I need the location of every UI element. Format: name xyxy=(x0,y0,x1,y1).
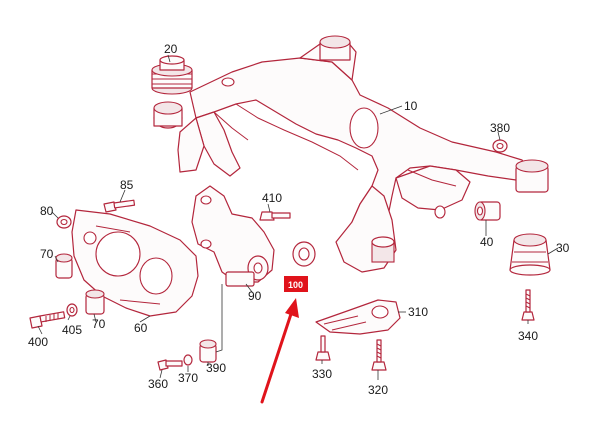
part-30-mount xyxy=(509,233,551,276)
part-405-washer xyxy=(66,303,78,317)
part-380-nut xyxy=(492,139,508,153)
label-40: 40 xyxy=(480,235,494,249)
highlight-label-bg xyxy=(286,278,306,290)
highlight-arrow xyxy=(260,298,299,404)
part-80-nut xyxy=(56,215,72,229)
label-70a: 70 xyxy=(40,247,54,261)
label-30: 30 xyxy=(556,241,570,255)
label-20: 20 xyxy=(164,42,178,56)
label-340: 340 xyxy=(518,329,538,343)
label-70b: 70 xyxy=(92,317,106,331)
label-410: 410 xyxy=(262,191,282,205)
leader-lines xyxy=(37,54,559,380)
highlight-callout: 100 xyxy=(284,276,308,292)
label-320: 320 xyxy=(368,383,388,397)
label-60: 60 xyxy=(134,321,148,335)
label-310: 310 xyxy=(408,305,428,319)
part-100-bushing xyxy=(292,241,316,267)
label-90: 90 xyxy=(248,289,262,303)
label-10: 10 xyxy=(404,99,418,113)
label-380: 380 xyxy=(490,121,510,135)
highlight-label: 100 xyxy=(288,280,303,290)
subframe-right-mount xyxy=(515,159,549,193)
label-80: 80 xyxy=(40,204,54,218)
label-400: 400 xyxy=(28,335,48,349)
part-20-mount xyxy=(151,55,193,95)
part-340-bolt xyxy=(521,289,535,321)
part-labels: 20 10 380 85 80 410 70 70 90 40 30 400 4… xyxy=(28,42,570,397)
part-40-bushing xyxy=(474,201,501,221)
part-310-bracket xyxy=(315,299,401,335)
part-85-bolt xyxy=(103,199,136,213)
label-85: 85 xyxy=(120,178,134,192)
part-400-bolt xyxy=(29,311,66,329)
part-70b-bushing xyxy=(85,289,105,315)
part-330-bolt xyxy=(315,335,331,361)
part-370-washer xyxy=(183,354,193,366)
part-60-arm xyxy=(71,209,199,317)
label-405: 405 xyxy=(62,323,82,337)
part-360-bolt xyxy=(157,359,183,371)
highlight-box xyxy=(284,276,308,292)
label-370: 370 xyxy=(178,371,198,385)
subframe-top-mount xyxy=(319,35,351,61)
subframe-center-bushing xyxy=(371,236,395,263)
part-90-bracket xyxy=(191,185,275,287)
label-360: 360 xyxy=(148,377,168,391)
part-410-bolt xyxy=(259,211,291,221)
part-390-bushing xyxy=(199,339,217,363)
part-70a-bushing xyxy=(55,253,73,279)
subframe-left-bushing xyxy=(153,101,183,129)
part-320-bolt xyxy=(371,339,387,371)
label-390: 390 xyxy=(206,361,226,375)
label-330: 330 xyxy=(312,367,332,381)
